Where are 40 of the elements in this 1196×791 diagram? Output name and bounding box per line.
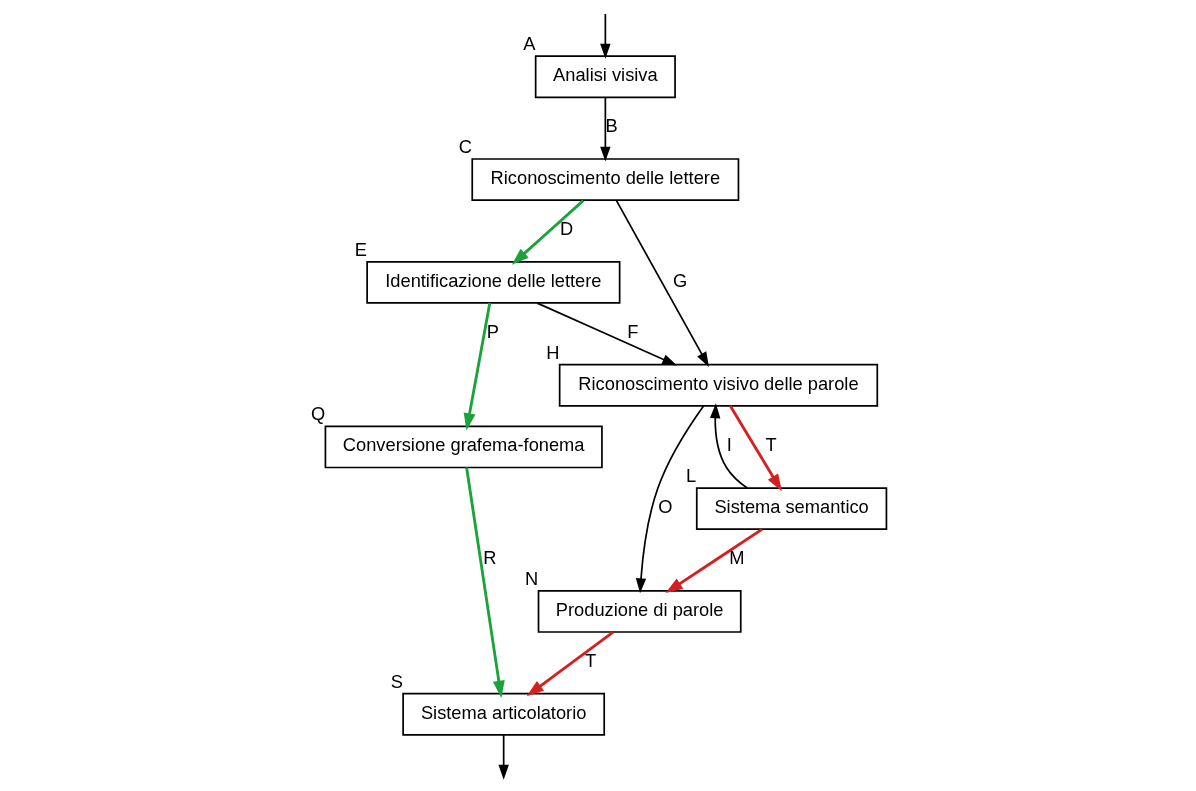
- arrow: [728, 405, 782, 492]
- edge-label: I: [726, 434, 732, 456]
- node-box: Analisi visiva: [534, 55, 676, 99]
- edge-label: P: [486, 321, 499, 343]
- arrow: [599, 96, 611, 162]
- node-label: Q: [310, 403, 325, 425]
- arrow: [463, 302, 491, 431]
- edge-label: F: [626, 321, 638, 343]
- arrow: [464, 467, 505, 698]
- arrow: [614, 199, 709, 367]
- arrow: [497, 734, 509, 780]
- node-box: Sistema articolatorio: [401, 692, 605, 736]
- node-box: Conversione grafema-fonema: [324, 425, 603, 469]
- edge-label: R: [482, 547, 497, 569]
- arrow: [511, 199, 584, 265]
- node-box: Produzione di parole: [537, 590, 742, 633]
- arrow: [665, 528, 763, 594]
- node-label: A: [522, 33, 535, 55]
- edge-label: M: [728, 547, 744, 569]
- node-box: Riconoscimento delle lettere: [470, 158, 739, 201]
- node-label: S: [390, 670, 403, 692]
- edge-label: O: [657, 495, 672, 517]
- node-box: Riconoscimento visivo delle parole: [558, 363, 878, 407]
- node-label: L: [685, 465, 696, 487]
- arrow: [535, 302, 677, 366]
- edge-label: B: [605, 115, 618, 137]
- edge-label: G: [672, 269, 687, 291]
- arrow: [709, 403, 748, 489]
- edge-label: T: [584, 650, 596, 672]
- edge-label: T: [764, 434, 777, 456]
- node-label: N: [524, 567, 538, 589]
- node-label: C: [458, 136, 472, 158]
- node-label: H: [545, 341, 559, 363]
- node-box: Sistema semantico: [695, 487, 887, 531]
- edge-label: D: [559, 218, 573, 240]
- node-box: Identificazione delle lettere: [365, 260, 620, 304]
- node-label: E: [354, 238, 367, 260]
- arrow: [526, 631, 614, 697]
- arrow: [635, 405, 705, 594]
- arrow: [599, 13, 611, 59]
